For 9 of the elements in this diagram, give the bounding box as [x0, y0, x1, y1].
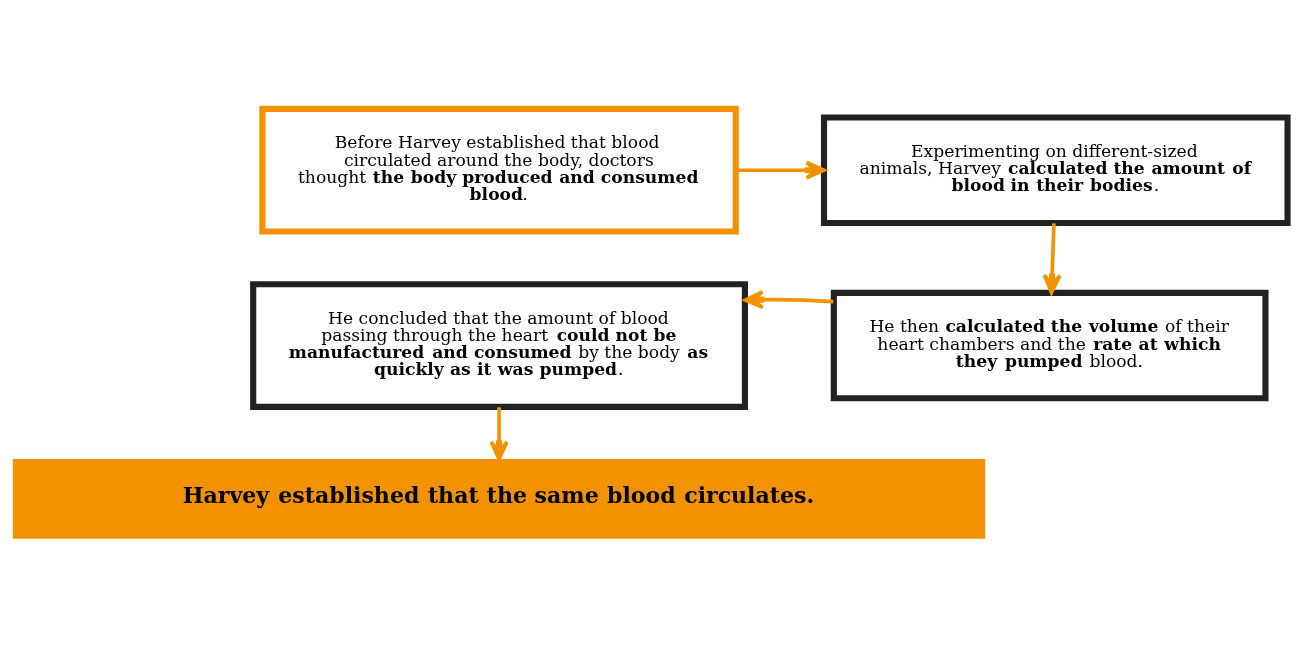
node-box: Harvey established that the same blood circulates.: [12, 458, 986, 539]
node-box: He then calculated the volume of their heart chambers and the rate at which they pumped blood.: [830, 289, 1269, 401]
node-box: Experimenting on different-sized animals, Harvey calculated the amount of blood in their bodies.: [820, 113, 1291, 226]
node-box: Before Harvey established that blood circulated around the body, doctors thought the body produced and consumed blood.: [259, 105, 739, 235]
arrow: [489, 406, 509, 461]
arrow: [1042, 222, 1062, 294]
arrow: [736, 160, 826, 180]
arrow: [743, 289, 834, 309]
node-box: He concluded that the amount of blood passing through the heart could not be manufactured and consumed by the body as quickly as it was pumped.: [250, 280, 748, 410]
